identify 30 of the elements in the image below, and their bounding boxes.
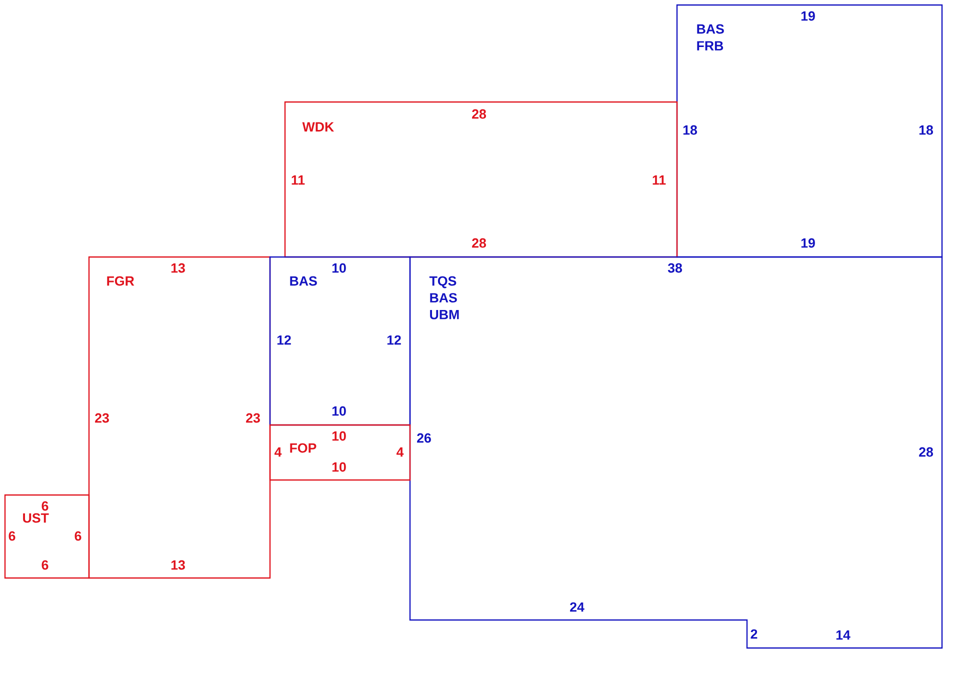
dimension-label: 12 — [387, 335, 401, 345]
dimension-label: 11 — [292, 175, 305, 185]
dimension-label: 10 — [332, 431, 346, 441]
dimension-label: 6 — [42, 560, 48, 570]
dimension-label: 6 — [42, 501, 48, 511]
dimension-label: 26 — [417, 433, 431, 443]
dimension-label: 23 — [95, 413, 109, 423]
dimension-label: 13 — [171, 560, 185, 570]
dimension-label: 23 — [246, 413, 260, 423]
dimension-label: 10 — [332, 406, 346, 416]
dimension-label: 28 — [919, 447, 934, 457]
dimension-label: 6 — [74, 531, 82, 541]
dimension-label: 24 — [570, 602, 584, 612]
dimension-label: 18 — [683, 125, 697, 135]
dimension-label: 38 — [668, 263, 682, 273]
dimension-label: 19 — [801, 238, 815, 248]
dimension-label: 10 — [332, 263, 346, 273]
dimension-label: 28 — [472, 109, 486, 119]
dimension-label: 4 — [396, 447, 404, 457]
dimension-label: 2 — [750, 629, 758, 639]
dimension-label: 4 — [274, 447, 282, 457]
dimension-label: 10 — [332, 462, 346, 472]
dimension-label: 14 — [836, 630, 850, 640]
dimension-label: 12 — [277, 335, 291, 345]
dimension-label: 6 — [8, 531, 16, 541]
dimension-label: 11 — [652, 175, 666, 185]
dimension-label: 13 — [171, 263, 185, 273]
dimension-label: 18 — [919, 125, 934, 135]
dimension-label: 19 — [801, 11, 815, 21]
dimension-label: 28 — [472, 238, 486, 248]
